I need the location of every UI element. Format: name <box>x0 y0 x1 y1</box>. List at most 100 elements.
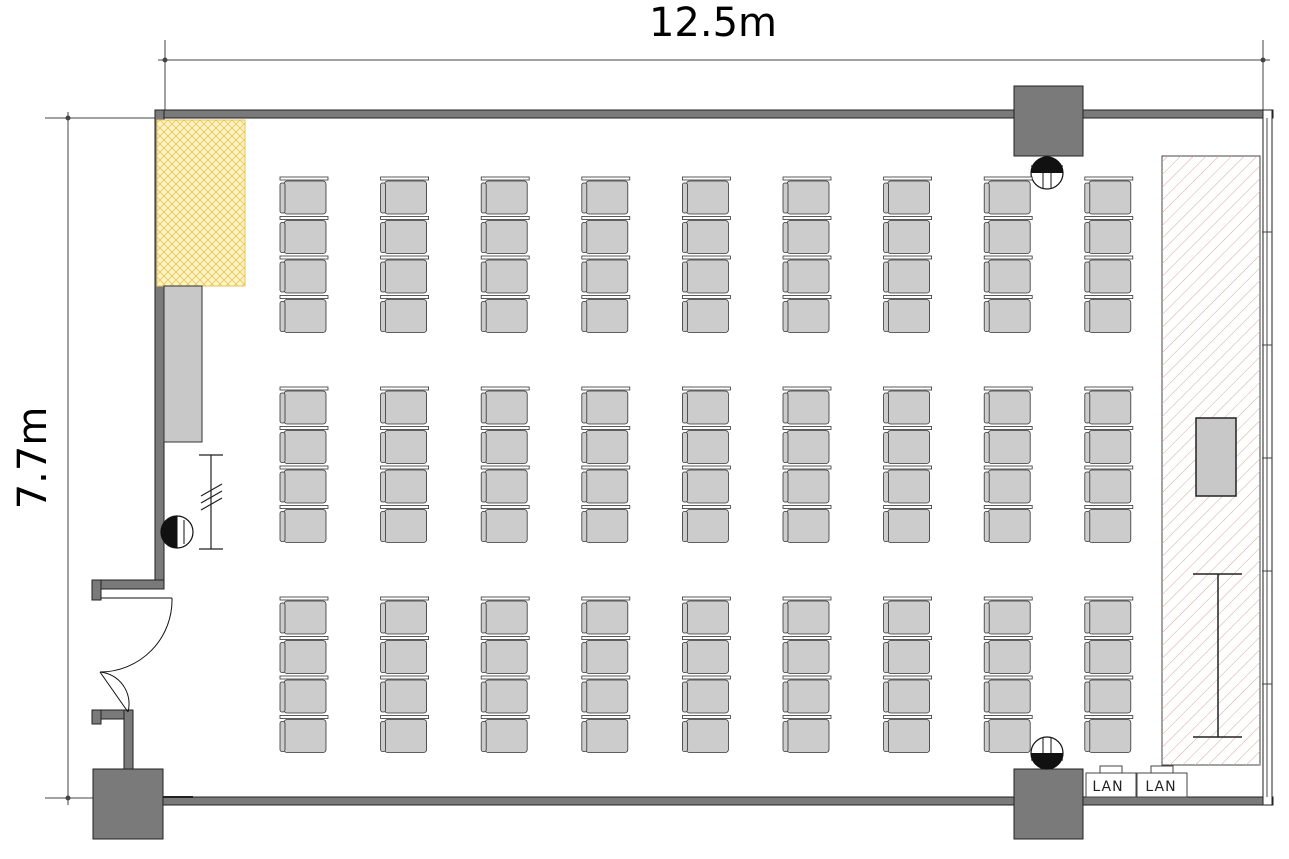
chair <box>883 675 932 714</box>
chair <box>1084 596 1134 635</box>
pillar-bottom-left <box>92 768 164 840</box>
chair <box>380 675 430 714</box>
chair <box>581 675 631 714</box>
chair <box>983 176 1033 215</box>
chair <box>883 465 932 504</box>
chair <box>782 176 832 215</box>
chair <box>782 596 832 635</box>
chair <box>279 465 329 504</box>
chair <box>682 675 731 714</box>
chair <box>682 596 731 635</box>
chair <box>480 216 530 254</box>
chair <box>682 465 731 504</box>
chair <box>682 426 731 464</box>
chair <box>1084 715 1134 753</box>
chair <box>1084 636 1134 674</box>
chair <box>983 216 1033 254</box>
chair <box>279 295 329 333</box>
chair <box>682 505 731 543</box>
chair <box>1084 255 1134 294</box>
chair <box>581 176 631 215</box>
chair <box>380 386 430 425</box>
chair <box>782 255 832 294</box>
chair <box>983 505 1033 543</box>
chair <box>581 386 631 425</box>
chair <box>380 176 430 215</box>
chair <box>883 176 932 215</box>
chair <box>983 715 1033 753</box>
chair <box>380 715 430 753</box>
chair <box>983 255 1033 294</box>
chair <box>1084 426 1134 464</box>
chair <box>782 505 832 543</box>
chair <box>279 715 329 753</box>
lectern <box>1195 417 1237 497</box>
storage-hatch <box>157 120 245 286</box>
chair <box>480 386 530 425</box>
chair <box>380 255 430 294</box>
chair <box>279 216 329 254</box>
lan-outlet-label: LAN <box>1145 779 1176 795</box>
speaker-left <box>160 515 194 549</box>
chair <box>581 465 631 504</box>
chair <box>1084 295 1134 333</box>
chair <box>581 216 631 254</box>
chair <box>1084 216 1134 254</box>
chair <box>682 295 731 333</box>
pillar-bottom-right <box>1013 768 1084 840</box>
chair <box>279 636 329 674</box>
chair <box>883 295 932 333</box>
chair <box>1084 465 1134 504</box>
chair <box>782 675 832 714</box>
chair <box>883 715 932 753</box>
chair <box>581 255 631 294</box>
chair <box>581 596 631 635</box>
height-label: 7.7m <box>10 407 56 510</box>
lan-outlet-label: LAN <box>1092 779 1123 795</box>
chair <box>581 715 631 753</box>
chair <box>682 386 731 425</box>
lan-outlets <box>1085 765 1188 798</box>
chair <box>279 426 329 464</box>
chair <box>279 675 329 714</box>
chair <box>983 386 1033 425</box>
chair <box>682 636 731 674</box>
chair <box>1084 675 1134 714</box>
height-dimension <box>45 112 160 805</box>
cabinet <box>163 285 203 443</box>
chair <box>480 505 530 543</box>
chair <box>480 255 530 294</box>
chair <box>581 505 631 543</box>
chair <box>883 216 932 254</box>
chair <box>1084 386 1134 425</box>
chair <box>279 596 329 635</box>
seating-area <box>279 176 1134 753</box>
chair <box>581 636 631 674</box>
chair <box>983 465 1033 504</box>
chair <box>782 715 832 753</box>
chair <box>682 255 731 294</box>
chair <box>581 295 631 333</box>
chair <box>883 426 932 464</box>
chair <box>480 295 530 333</box>
width-label: 12.5m <box>649 0 777 46</box>
entrance-door <box>99 597 173 713</box>
chair <box>883 386 932 425</box>
chair <box>1084 176 1134 215</box>
chair <box>883 636 932 674</box>
chair <box>983 596 1033 635</box>
chair <box>380 636 430 674</box>
chair <box>380 216 430 254</box>
chair <box>380 596 430 635</box>
window-wall <box>1262 118 1272 797</box>
chair <box>782 636 832 674</box>
chair <box>380 465 430 504</box>
chair <box>480 715 530 753</box>
chair <box>480 596 530 635</box>
chair <box>682 176 731 215</box>
chair <box>782 465 832 504</box>
chair <box>782 216 832 254</box>
chair <box>480 675 530 714</box>
width-dimension <box>158 40 1270 112</box>
